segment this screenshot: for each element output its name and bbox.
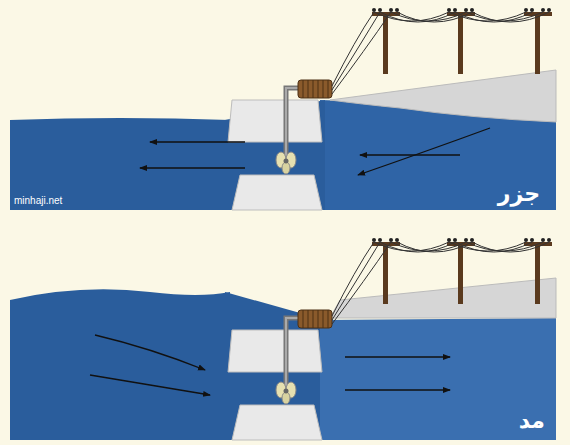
watermark: minhaji.net [14, 196, 62, 206]
panel-title: مد [519, 410, 545, 432]
panel-title: جزر [498, 183, 540, 205]
